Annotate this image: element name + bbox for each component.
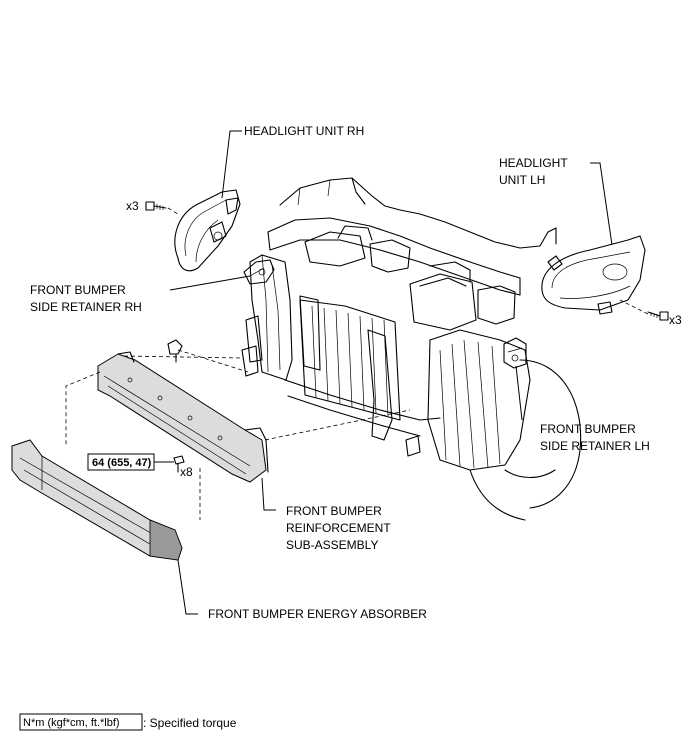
- legend-box: [19, 713, 143, 731]
- quantity-bolts: x8: [180, 465, 193, 479]
- front-bumper-reinforcement: [97, 351, 269, 483]
- headlight-unit-rh: [174, 189, 241, 272]
- label-side-retainer-lh: FRONT BUMPER: [540, 422, 636, 436]
- screw-icon: [647, 311, 669, 321]
- leader-lines: [154, 130, 613, 615]
- label-reinforcement-line3: SUB-ASSEMBLY: [286, 538, 378, 552]
- label-side-retainer-lh-line2: SIDE RETAINER LH: [540, 439, 650, 453]
- clip-icon: [167, 339, 183, 363]
- bolt-icon: [173, 455, 185, 473]
- alignment-lines: [65, 207, 649, 520]
- label-energy-absorber: FRONT BUMPER ENERGY ABSORBER: [208, 607, 427, 621]
- legend-description: : Specified torque: [143, 716, 237, 730]
- vehicle-front-structure: [241, 177, 582, 521]
- side-retainer-rh: [243, 259, 275, 285]
- label-side-retainer-rh: FRONT BUMPER: [30, 283, 126, 297]
- label-side-retainer-rh-line2: SIDE RETAINER RH: [30, 300, 142, 314]
- quantity-lh-screws: x3: [669, 313, 682, 327]
- headlight-unit-lh: [541, 235, 646, 315]
- legend-box-text: N*m (kgf*cm, ft.*lbf): [23, 717, 120, 729]
- screw-icon: [145, 201, 167, 211]
- label-reinforcement-line2: REINFORCEMENT: [286, 521, 391, 535]
- quantity-rh-screws: x3: [126, 199, 139, 213]
- label-headlight-unit-lh: HEADLIGHT: [499, 156, 568, 170]
- torque-value: 64 (655, 47): [92, 457, 152, 469]
- front-bumper-energy-absorber: [11, 439, 183, 561]
- label-headlight-unit-lh-line2: UNIT LH: [499, 173, 545, 187]
- torque-box: [87, 453, 155, 471]
- side-retainer-lh: [503, 337, 527, 369]
- label-reinforcement: FRONT BUMPER: [286, 504, 382, 518]
- label-headlight-unit-rh: HEADLIGHT UNIT RH: [244, 124, 364, 138]
